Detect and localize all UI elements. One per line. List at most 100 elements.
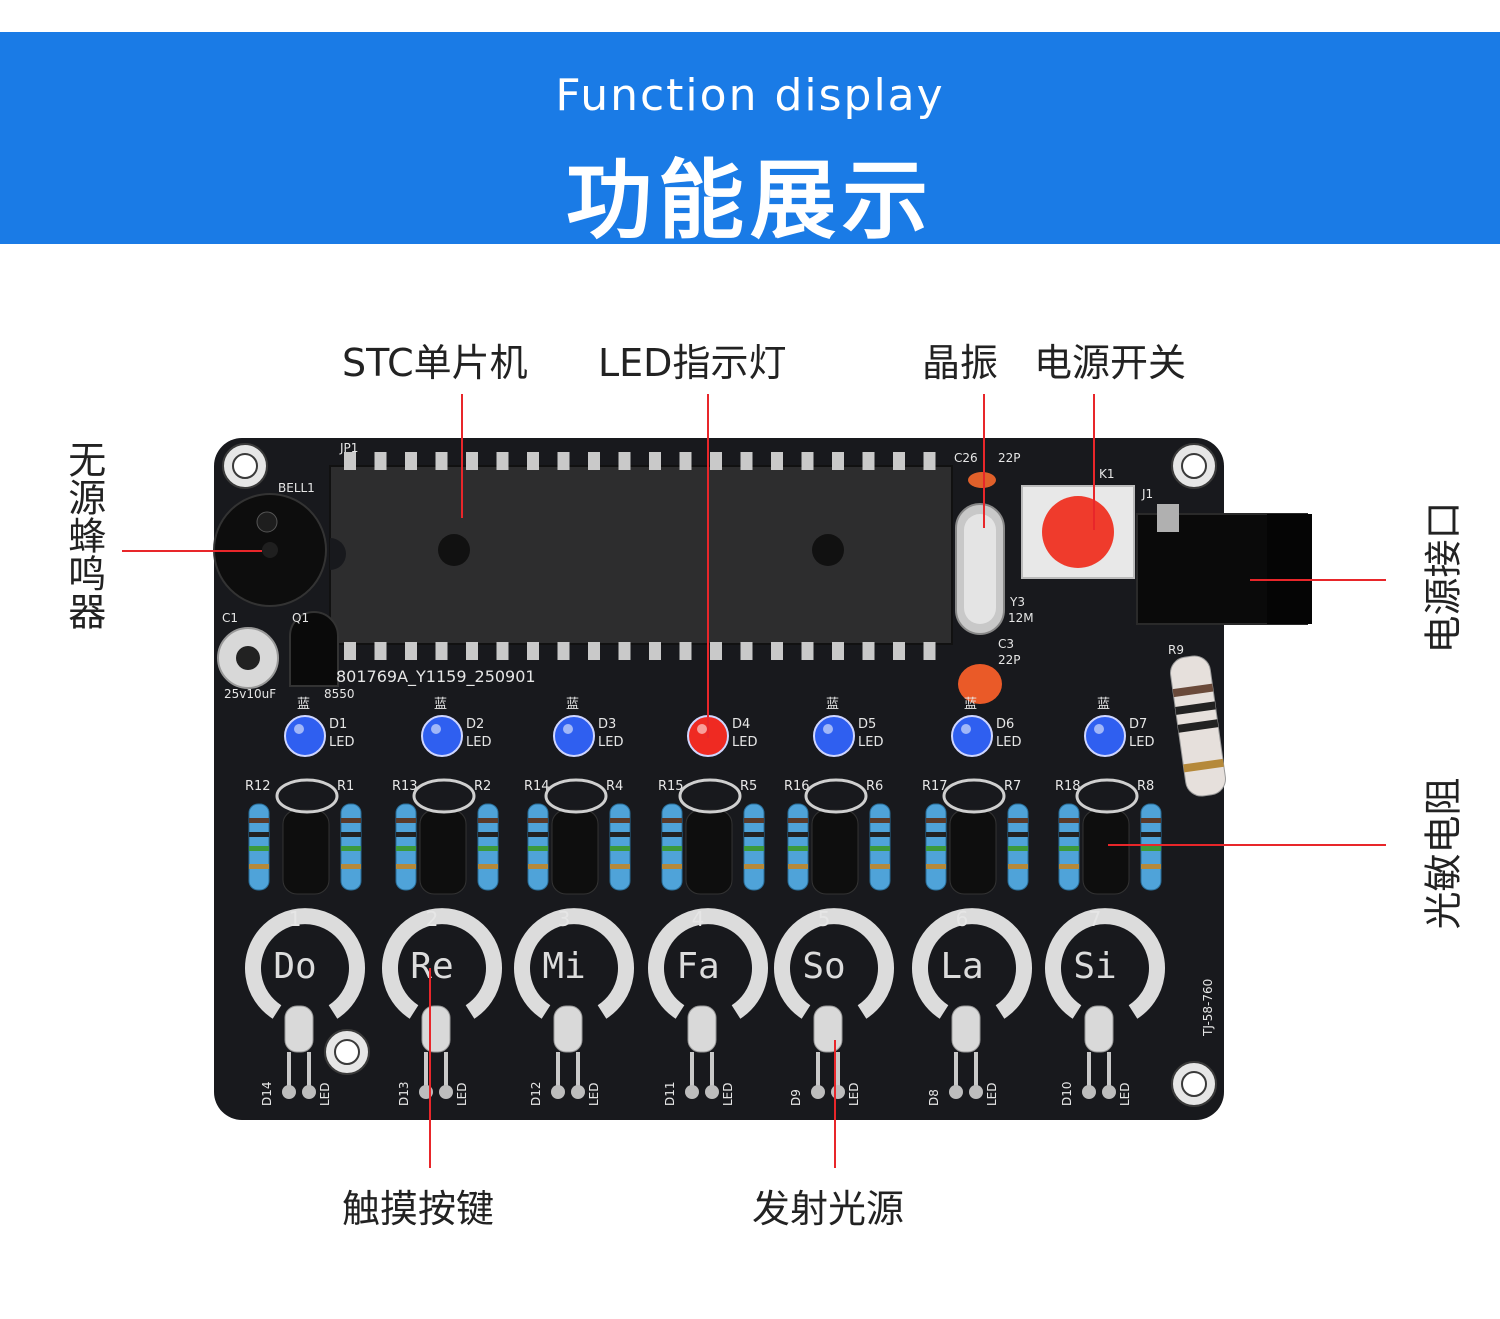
led-d5	[813, 715, 855, 757]
emitter-led-label: LED	[721, 1082, 735, 1106]
resistor-band	[1059, 832, 1079, 837]
resistor-band	[478, 864, 498, 869]
label-led-indicator: LED指示灯	[598, 341, 787, 385]
indicator-leds: D1LED蓝D2LED蓝D3LED蓝D4LEDD5LED蓝D6LED蓝D7LED…	[284, 697, 1154, 757]
crystal-oscillator	[955, 472, 1005, 704]
mcu-pin	[374, 452, 387, 470]
led-suffix: LED	[598, 735, 623, 750]
emitter-d8	[951, 1005, 981, 1053]
led-label: D4	[732, 717, 750, 732]
emitter-lead	[444, 1052, 448, 1088]
led-d6	[951, 715, 993, 757]
photoresistor-outline	[942, 778, 1006, 814]
led-label: D6	[996, 717, 1014, 732]
mcu-pin	[649, 642, 661, 660]
emitter-led-label: LED	[985, 1082, 999, 1106]
emitter-d13	[421, 1005, 451, 1053]
photoresistor-1	[282, 809, 330, 895]
capacitor-c1	[217, 627, 279, 689]
callout-line-mcu	[461, 394, 463, 518]
stc-mcu-chip	[329, 465, 953, 645]
resistor-label: R12	[245, 779, 271, 794]
resistor-band	[610, 832, 630, 837]
resistor-band	[1008, 832, 1028, 837]
emitter-led-label: LED	[847, 1082, 861, 1106]
touch-pad-la	[912, 908, 1032, 1019]
resistor-band	[1059, 864, 1079, 869]
emitter-d9	[813, 1005, 843, 1053]
led-d1	[284, 715, 326, 757]
resistor-label: R13	[392, 779, 418, 794]
touch-pad-number: 1	[289, 907, 302, 931]
resistor-band	[926, 846, 946, 851]
emitter-d14	[284, 1005, 314, 1053]
led-color-label: 蓝	[826, 697, 839, 712]
resistor-label: R6	[866, 779, 883, 794]
pcb-board: D1LED蓝D2LED蓝D3LED蓝D4LEDD5LED蓝D6LED蓝D7LED…	[213, 438, 1312, 1120]
mcu-pin	[649, 452, 661, 470]
silk-k1: K1	[1099, 467, 1115, 481]
mcu-pin	[679, 452, 692, 470]
resistor-band	[744, 846, 764, 851]
mcu-pin	[405, 452, 417, 470]
emitter-pad	[1082, 1085, 1096, 1099]
resistor-r9	[1170, 655, 1226, 797]
mcu-pins	[344, 452, 936, 660]
emitter-label: D11	[663, 1081, 677, 1106]
resistor-band	[870, 818, 890, 823]
label-photoresistor: 光敏电阻	[1421, 777, 1466, 930]
emitter-pad	[282, 1085, 296, 1099]
led-suffix: LED	[858, 735, 883, 750]
mcu-pin	[344, 452, 356, 470]
touch-pad-re	[382, 908, 502, 1019]
silk-12m: 12M	[1008, 611, 1034, 625]
resistor-band	[249, 846, 269, 851]
resistor-band	[610, 818, 630, 823]
led-color-label: 蓝	[566, 697, 579, 712]
emitter-label: D10	[1060, 1081, 1074, 1106]
callout-line-crystal	[983, 394, 985, 528]
mounting-holes	[222, 443, 1217, 1107]
banner-title-cn: 功能展示	[566, 151, 934, 251]
silk-r9: R9	[1168, 643, 1184, 657]
callout-line-touch	[429, 968, 431, 1168]
led-label: D1	[329, 717, 347, 732]
resistor-band	[528, 846, 548, 851]
led-color-label: 蓝	[297, 697, 310, 712]
emitter-lead	[287, 1052, 291, 1088]
mcu-pin	[374, 642, 387, 660]
resistor-band	[478, 818, 498, 823]
emitter-lead	[816, 1052, 820, 1088]
led-color-label: 蓝	[434, 697, 447, 712]
emitter-d12	[553, 1005, 583, 1053]
mcu-pin	[557, 642, 570, 660]
power-switch	[1021, 485, 1135, 579]
silk-j1: J1	[1141, 487, 1153, 501]
emitter-lead	[836, 1052, 840, 1088]
emitter-d10	[1084, 1005, 1114, 1053]
led-label: D2	[466, 717, 484, 732]
led-suffix: LED	[466, 735, 491, 750]
resistor-band	[249, 818, 269, 823]
resistor-band	[1141, 846, 1161, 851]
led-color-label: 蓝	[1097, 697, 1110, 712]
mcu-pin	[893, 642, 905, 660]
photoresistor-outline	[544, 778, 608, 814]
touch-pad-fa	[648, 908, 768, 1019]
touch-pad-number: 2	[426, 907, 439, 931]
emitter-lead	[307, 1052, 311, 1088]
mcu-pin	[832, 452, 844, 470]
mcu-pin	[527, 452, 539, 470]
touch-pad-note: So	[802, 946, 845, 987]
resistor-band	[396, 846, 416, 851]
callout-line-led	[707, 394, 709, 738]
mcu-pin	[435, 452, 448, 470]
resistor-band	[926, 864, 946, 869]
emitter-pad	[705, 1085, 719, 1099]
touch-pad-si	[1045, 908, 1165, 1019]
touch-pad-note: La	[940, 946, 983, 987]
mcu-pin	[618, 452, 631, 470]
photoresistor-6	[949, 809, 997, 895]
